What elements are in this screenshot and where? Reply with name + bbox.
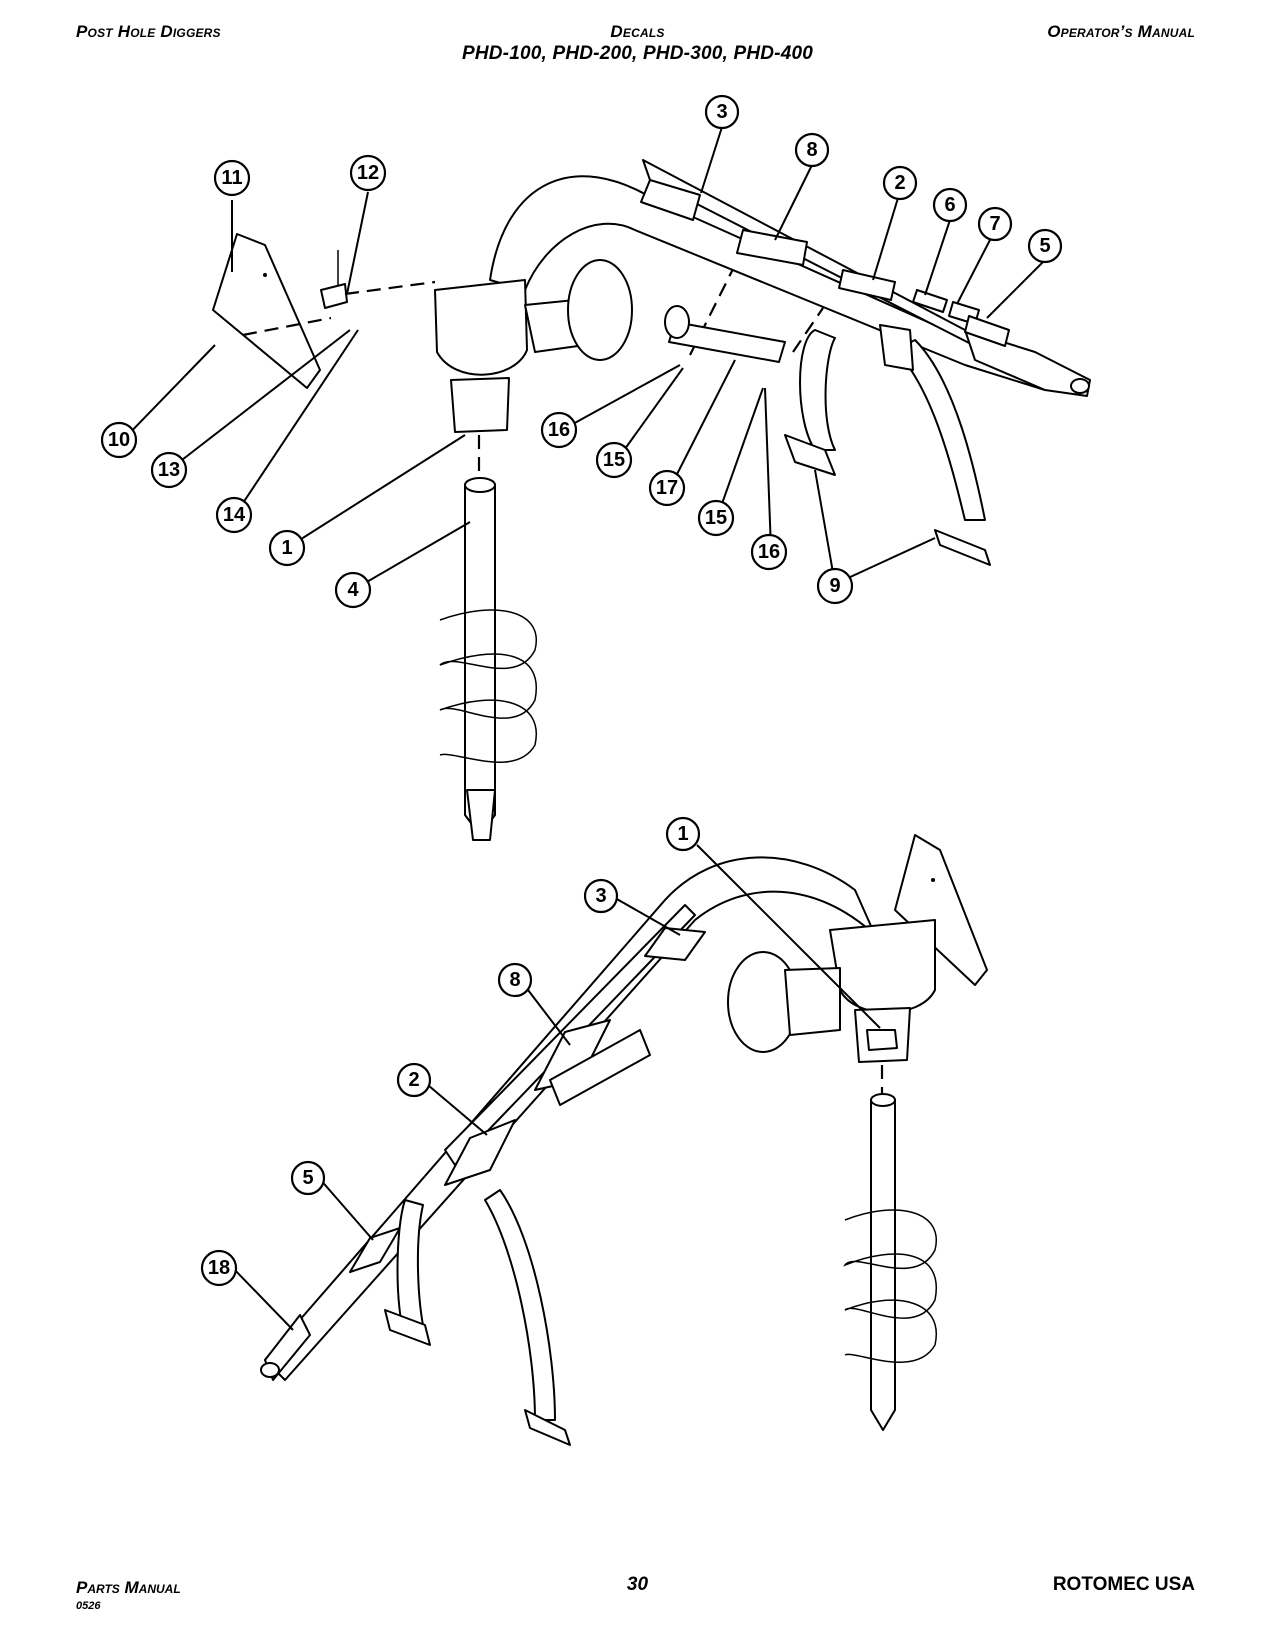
callout-8-bottom: 8: [497, 962, 533, 998]
input-flange: [567, 259, 633, 361]
callout-4: 4: [334, 571, 372, 609]
main-boom-bottom: [264, 856, 876, 1381]
decal-8: [736, 229, 808, 266]
frame-leg-front-bottom: [396, 1199, 426, 1336]
callout-11: 11: [213, 159, 251, 197]
callout-10: 10: [100, 421, 138, 459]
callout-13: 13: [150, 451, 188, 489]
svg-text:5: 5: [1039, 235, 1050, 257]
callout-7: 7: [977, 206, 1013, 242]
svg-text:18: 18: [208, 1257, 230, 1279]
footer-company: ROTOMEC USA: [1052, 1574, 1195, 1595]
auger-flighting-bottom: [843, 1209, 938, 1363]
lower-pin-left: [784, 434, 836, 476]
callout-5: 5: [1027, 228, 1063, 264]
frame-leg-front: [799, 329, 836, 451]
svg-text:9: 9: [829, 575, 840, 597]
callouts-bottom: 1 3 8 2 5 18: [200, 816, 701, 1287]
callout-5-bottom: 5: [290, 1160, 326, 1196]
footer-doc-code: 0526: [76, 1600, 101, 1612]
svg-text:5: 5: [302, 1167, 313, 1189]
auger-tip: [466, 789, 496, 841]
decal-3-bottom: [644, 927, 706, 961]
bracket: [320, 283, 348, 309]
callout-16b: 16: [750, 533, 788, 571]
header-section-title: Decals: [610, 22, 665, 41]
callout-2-bottom: 2: [396, 1062, 432, 1098]
svg-text:15: 15: [603, 449, 625, 471]
callout-15: 15: [595, 441, 633, 479]
svg-text:1: 1: [677, 823, 688, 845]
lower-pin-left-bottom: [384, 1309, 431, 1346]
svg-text:15: 15: [705, 507, 727, 529]
svg-text:2: 2: [894, 172, 905, 194]
svg-text:8: 8: [806, 139, 817, 161]
callout-8: 8: [794, 132, 830, 168]
decal-6: [912, 289, 948, 313]
svg-text:12: 12: [357, 162, 379, 184]
shield-plate-bottom: [894, 834, 988, 986]
callouts-top: 3 8 2 6 7 5 11 12 10 13 14 16 15 17 15 1…: [100, 94, 1063, 609]
callout-1-bottom: 1: [665, 816, 701, 852]
callout-14: 14: [215, 496, 253, 534]
svg-text:17: 17: [656, 477, 678, 499]
svg-text:16: 16: [758, 541, 780, 563]
header-right-title: Operator’s Manual: [1047, 22, 1195, 41]
callout-9: 9: [816, 567, 854, 605]
header-center: Decals PHD-100, PHD-200, PHD-300, PHD-40…: [0, 22, 1275, 65]
storage-tube: [549, 1029, 651, 1106]
callout-1: 1: [268, 529, 306, 567]
svg-text:1: 1: [281, 537, 292, 559]
decal-2: [838, 269, 896, 301]
gearbox-body: [434, 279, 528, 376]
bottom-assembly: [230, 834, 988, 1446]
decal-3: [640, 179, 701, 221]
frame-leg-rear-bottom: [484, 1189, 556, 1421]
gearbox-neck: [450, 377, 510, 433]
callout-16: 16: [540, 411, 578, 449]
header-models: PHD-100, PHD-200, PHD-300, PHD-400: [461, 43, 814, 64]
svg-text:11: 11: [221, 167, 242, 189]
boom-tip: [964, 329, 1091, 397]
callout-3: 3: [704, 94, 740, 130]
decal-5-bottom: [349, 1227, 401, 1273]
svg-text:10: 10: [108, 429, 130, 451]
lower-pin-right-bottom: [524, 1409, 571, 1446]
callout-2: 2: [882, 165, 918, 201]
svg-text:8: 8: [509, 969, 520, 991]
svg-text:2: 2: [408, 1069, 419, 1091]
lower-pin-right: [934, 529, 991, 566]
svg-text:16: 16: [548, 419, 570, 441]
svg-text:3: 3: [716, 101, 727, 123]
callout-12: 12: [349, 154, 387, 192]
callout-18: 18: [200, 1249, 238, 1287]
exploded-parts-diagram: 3 8 2 6 7 5 11 12 10 13 14 16 15 17 15 1…: [100, 94, 1091, 1446]
frame-leg-rear: [894, 339, 986, 521]
decal-1-bottom: [866, 1029, 898, 1051]
svg-text:6: 6: [944, 194, 955, 216]
callout-15b: 15: [697, 499, 735, 537]
input-housing-bottom: [784, 967, 841, 1036]
svg-text:7: 7: [989, 213, 1000, 235]
svg-text:3: 3: [595, 885, 606, 907]
auger-shaft: [464, 484, 496, 836]
svg-text:13: 13: [158, 459, 180, 481]
footer-left-title: Parts Manual: [76, 1578, 181, 1597]
decal-2-bottom: [444, 1119, 516, 1186]
svg-text:4: 4: [347, 579, 359, 601]
top-assembly: [122, 126, 1091, 841]
callout-6: 6: [932, 187, 968, 223]
header-left-title: Post Hole Diggers: [76, 22, 221, 41]
decal-5: [964, 315, 1010, 347]
callout-3-bottom: 3: [583, 878, 619, 914]
auger-flighting: [439, 609, 538, 763]
callout-17: 17: [648, 469, 686, 507]
svg-text:14: 14: [223, 504, 246, 526]
pivot-bracket: [879, 324, 914, 371]
gearbox-body-bottom: [829, 919, 936, 1014]
page-number: 30: [626, 1574, 649, 1595]
